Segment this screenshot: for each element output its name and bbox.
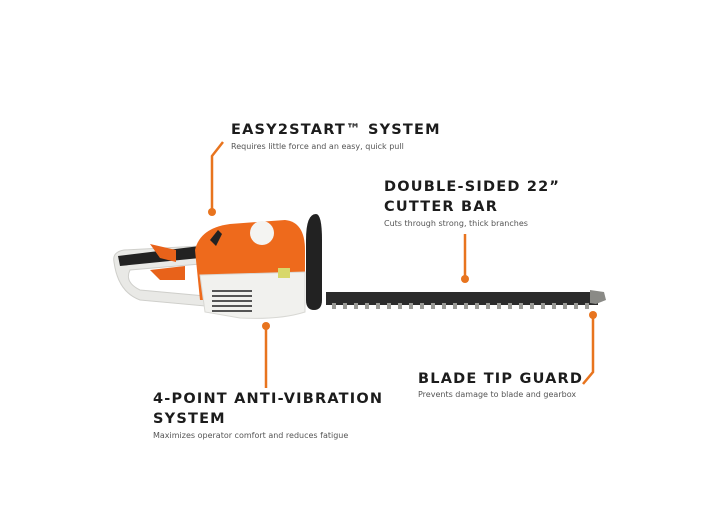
callout-blade-tip-guard-title: BLADE TIP GUARD bbox=[418, 371, 584, 387]
callout-blade-tip-guard-description: Prevents damage to blade and gearbox bbox=[418, 390, 577, 399]
blade-tooth bbox=[497, 303, 501, 309]
blade-tooth bbox=[464, 303, 468, 309]
engine-housing bbox=[195, 220, 306, 319]
blade-tooth bbox=[409, 303, 413, 309]
callout-dots bbox=[208, 208, 597, 330]
blade-tooth bbox=[354, 303, 358, 309]
blade-tooth bbox=[486, 303, 490, 309]
cutter-bar bbox=[326, 290, 606, 309]
blade-tooth bbox=[475, 303, 479, 309]
callout-cutter-bar-title-line2: CUTTER BAR bbox=[384, 199, 499, 215]
blade-tooth bbox=[431, 303, 435, 309]
blade-tooth bbox=[442, 303, 446, 309]
blade-tooth bbox=[552, 303, 556, 309]
blade-tooth bbox=[387, 303, 391, 309]
callout-easy2start-description: Requires little force and an easy, quick… bbox=[231, 142, 404, 151]
blade-tooth bbox=[453, 303, 457, 309]
blade-tooth bbox=[332, 303, 336, 309]
blade-tooth bbox=[420, 303, 424, 309]
blade-tooth bbox=[343, 303, 347, 309]
callout-anti-vibration-title-line2: SYSTEM bbox=[153, 411, 226, 427]
callout-cutter-bar-description: Cuts through strong, thick branches bbox=[384, 219, 528, 228]
blade-tooth bbox=[541, 303, 545, 309]
callout-easy2start-title: EASY2START™ SYSTEM bbox=[231, 122, 441, 138]
callout-anti-vibration-description: Maximizes operator comfort and reduces f… bbox=[153, 431, 349, 440]
blade-tooth bbox=[574, 303, 578, 309]
blade-tooth bbox=[585, 303, 589, 309]
starter-cover bbox=[250, 221, 274, 245]
blade-tooth bbox=[365, 303, 369, 309]
blade-tip-guard bbox=[590, 290, 606, 304]
blade-tooth bbox=[508, 303, 512, 309]
callout-cutter-bar-title-line1: DOUBLE-SIDED 22” bbox=[384, 179, 561, 195]
front-handle bbox=[306, 214, 322, 310]
blade-tooth bbox=[398, 303, 402, 309]
blade-tooth bbox=[563, 303, 567, 309]
rear-handle bbox=[113, 244, 206, 307]
blade-tooth bbox=[530, 303, 534, 309]
callout-anti-vibration-title-line1: 4-POINT ANTI-VIBRATION bbox=[153, 391, 384, 407]
callout-lines bbox=[210, 141, 595, 388]
blade-tooth bbox=[519, 303, 523, 309]
blade-tooth bbox=[376, 303, 380, 309]
